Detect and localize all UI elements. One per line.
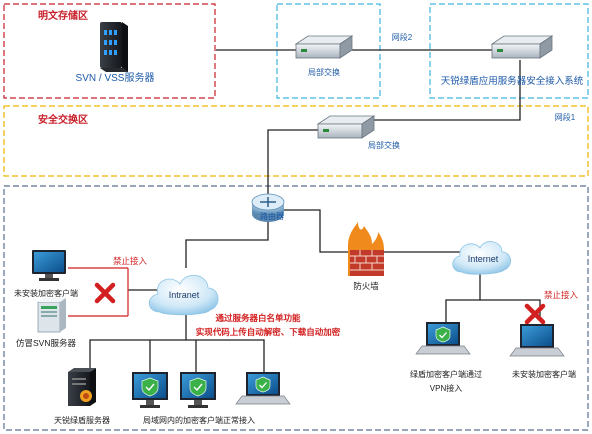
tianrui-server-label: 天锐绿盾服务器 (54, 415, 110, 425)
exchange-zone-title: 安全交换区 (38, 113, 88, 126)
plaintext-zone-border (3, 3, 216, 99)
whitelist-note-line2: 实现代码上传自动解密、下载自动加密 (196, 327, 341, 337)
desktop-monitor-icon (32, 250, 66, 281)
cipher-zone-border (3, 185, 589, 431)
fake-svn-server-icon (37, 298, 66, 333)
firewall-label: 防火墙 (353, 281, 379, 291)
vpn-client-label-line2: VPN接入 (430, 383, 462, 393)
blocked-links (68, 267, 129, 317)
encrypted-monitor-icon-1 (132, 372, 168, 408)
segment-switch-box (276, 3, 381, 99)
vpn-client-label-line1: 绿盾加密客户端通过 (410, 369, 482, 379)
exchange-zone-border (3, 105, 589, 177)
block-x-icon-right (524, 303, 546, 325)
no-access-label-right: 禁止接入 (544, 290, 579, 300)
router-icon (251, 193, 285, 222)
no-access-label-left: 禁止接入 (113, 256, 148, 266)
lan-clients-label: 局域网内的加密客户端正常接入 (143, 415, 255, 425)
internet-cloud-icon (452, 241, 511, 275)
unencrypted-client-left-label: 未安装加密客户端 (14, 288, 78, 298)
segment1-label: 网段1 (555, 112, 576, 122)
vpn-laptop-icon (415, 322, 471, 355)
router-label: 路由器 (260, 211, 284, 221)
whitelist-note-line1: 通过服务器白名单功能 (215, 313, 301, 323)
local-switch-2-icon (316, 115, 376, 139)
encrypted-laptop-icon (235, 372, 291, 405)
plaintext-zone-title: 明文存储区 (38, 9, 88, 22)
segment2-label: 网段2 (392, 32, 413, 42)
fake-svn-label: 仿冒SVN服务器 (16, 338, 76, 348)
internet-label: Internet (468, 254, 499, 264)
local-switch-1-label: 局部交换 (308, 67, 340, 77)
block-x-icon-left (94, 282, 116, 304)
intranet-cloud-icon (148, 275, 219, 316)
unencrypted-client-right-label: 未安装加密客户端 (512, 369, 576, 379)
intranet-label: Intranet (169, 290, 200, 300)
tianrui-server-icon (68, 368, 96, 406)
tianrui-gateway-label: 天锐绿盾应用服务器安全接入系统 (441, 75, 584, 87)
tianrui-gateway-icon (490, 35, 554, 59)
svn-server-icon (100, 22, 128, 72)
local-switch-1-icon (294, 35, 354, 59)
svn-server-label: SVN / VSS服务器 (76, 71, 155, 84)
unencrypted-laptop-icon (509, 324, 565, 357)
encrypted-monitor-icon-2 (180, 372, 216, 408)
local-switch-2-label: 局部交换 (368, 140, 400, 150)
network-links (89, 49, 541, 372)
firewall-icon (348, 222, 384, 276)
